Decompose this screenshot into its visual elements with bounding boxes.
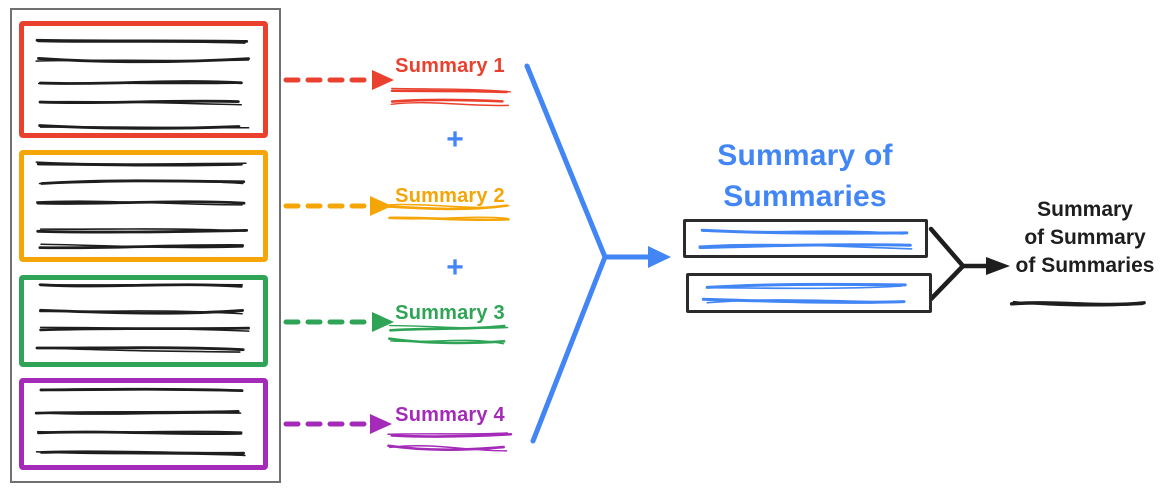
final-summary-label: Summary of Summary of Summaries — [1000, 196, 1170, 280]
summary-of-summaries-title: Summary of Summaries — [688, 135, 922, 217]
plus-operator-2: + — [440, 253, 470, 283]
summary-4-scribble — [385, 425, 515, 459]
text-scribble — [689, 276, 929, 310]
text-scribble — [686, 222, 925, 255]
summary-1-scribble — [385, 82, 515, 114]
text-scribble — [24, 383, 263, 465]
text-scribble — [24, 155, 263, 257]
document-section-3 — [19, 275, 268, 367]
plus-operator-1: + — [440, 125, 470, 155]
final-summary-scribble — [1006, 294, 1158, 314]
text-scribble — [24, 280, 263, 362]
summary-of-summaries-box-2 — [686, 273, 932, 313]
arrow-section4-to-summary4 — [286, 414, 392, 434]
arrow-section1-to-summary1 — [286, 70, 394, 90]
document-section-2 — [19, 150, 268, 262]
summary-4-label: Summary 4 — [385, 403, 515, 427]
document-section-4 — [19, 378, 268, 470]
text-scribble — [24, 26, 263, 133]
summary-of-summaries-box-1 — [683, 219, 928, 258]
merge-arrow-summaries — [527, 66, 671, 441]
document-section-1 — [19, 21, 268, 138]
summary-3-scribble — [385, 320, 515, 354]
arrow-section2-to-summary2 — [286, 196, 392, 216]
arrow-section3-to-summary3 — [286, 312, 394, 332]
summary-1-label: Summary 1 — [385, 54, 515, 78]
merge-arrow-final — [931, 229, 1010, 299]
summary-2-scribble — [385, 198, 515, 230]
